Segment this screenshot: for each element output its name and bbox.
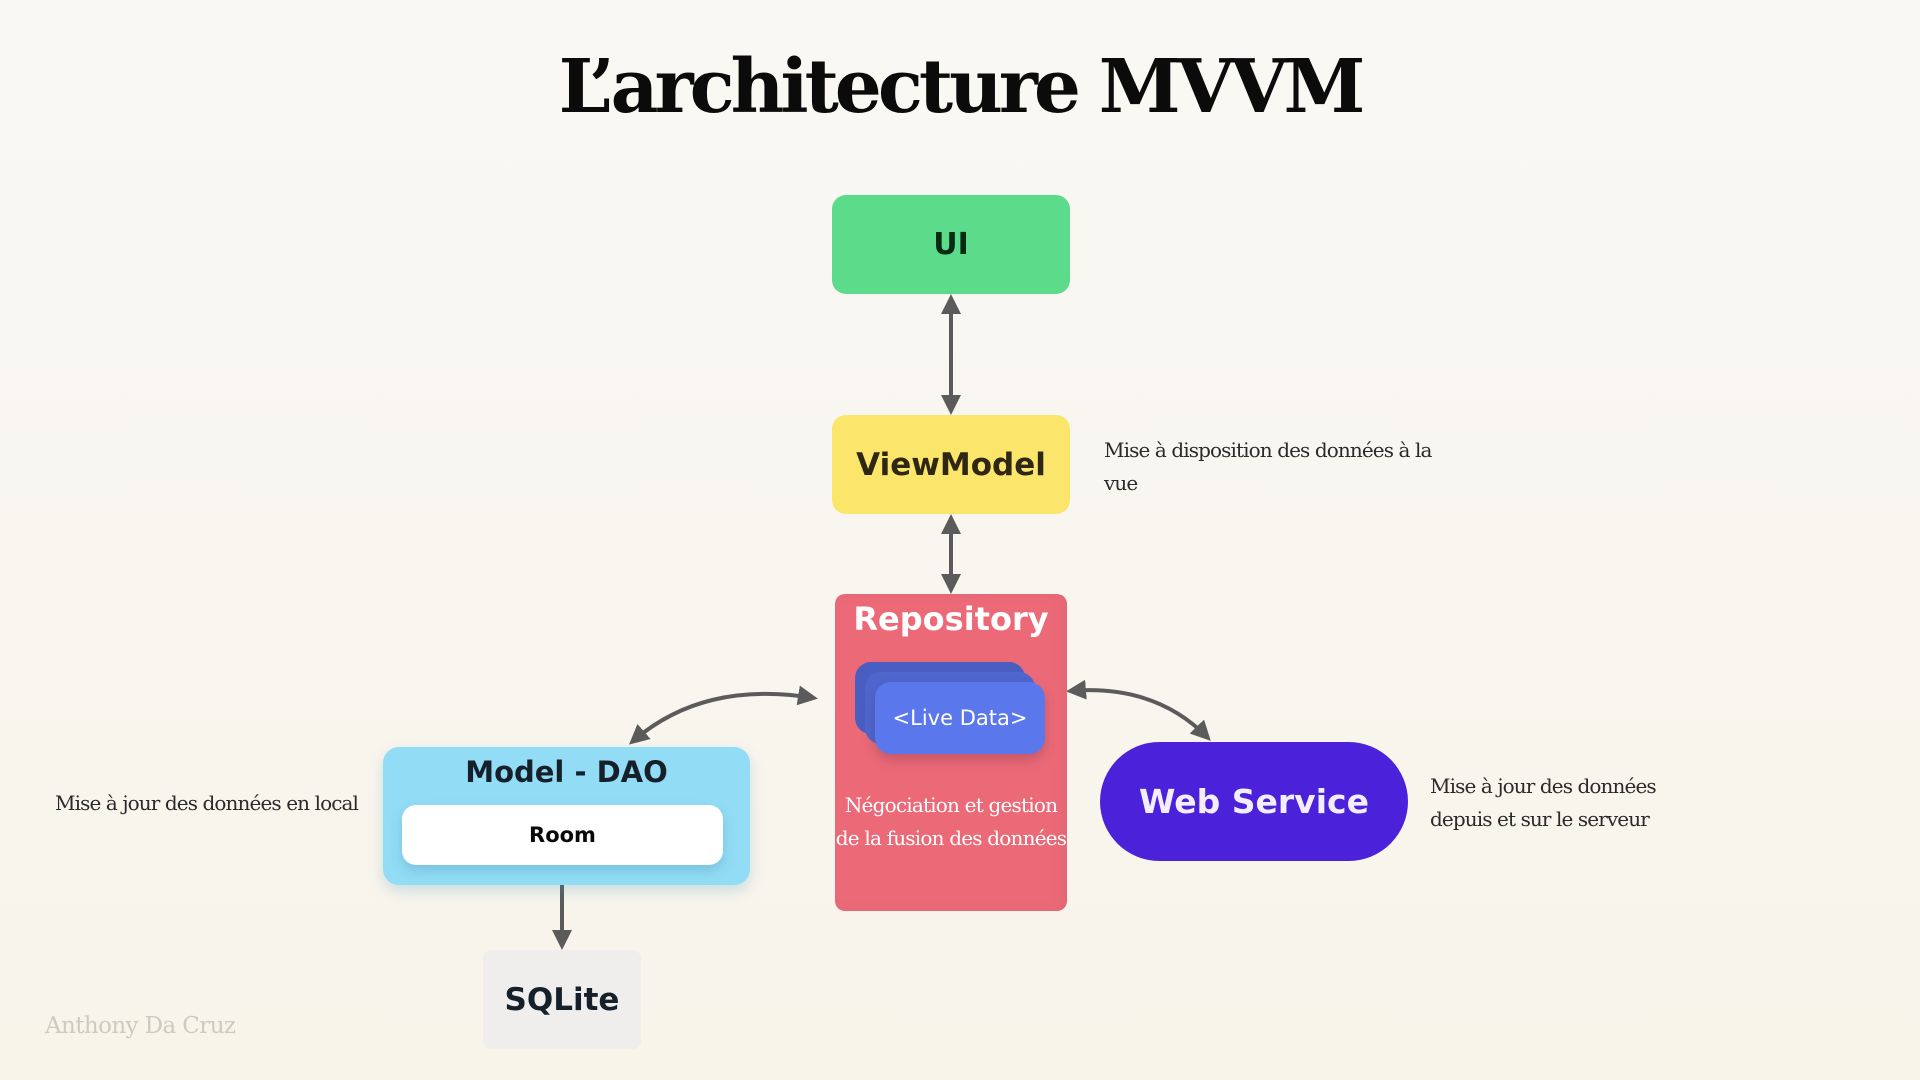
viewmodel-node[interactable]: ViewModel	[832, 415, 1070, 514]
edge-repository-model-dao	[628, 685, 818, 745]
web-service-node[interactable]: Web Service	[1100, 742, 1408, 861]
ui-node-label: UI	[933, 227, 969, 262]
room-node-label: Room	[529, 823, 596, 847]
page-title: L’architecture MVVM	[558, 44, 1366, 130]
sqlite-node[interactable]: SQLite	[483, 950, 641, 1049]
edge-repository-web-service	[1066, 679, 1211, 741]
repository-node-label: Repository	[853, 600, 1049, 638]
repository-note: Négociation et gestion de la fusion des …	[835, 793, 1067, 850]
author-credit: Anthony Da Cruz	[45, 1013, 236, 1039]
live-data-label: <Live Data>	[892, 706, 1028, 730]
model-dao-node-label: Model - DAO	[465, 755, 668, 789]
repository-node[interactable]: Repository <Live Data> Négociation et ge…	[835, 594, 1067, 911]
local-update-note: Mise à jour des données en local	[55, 791, 359, 815]
ui-node[interactable]: UI	[832, 195, 1070, 294]
model-dao-node[interactable]: Model - DAO Room	[383, 747, 750, 885]
viewmodel-node-label: ViewModel	[856, 446, 1046, 483]
web-service-node-label: Web Service	[1139, 782, 1369, 821]
server-update-note: Mise à jour des données depuis et sur le…	[1430, 774, 1657, 831]
viewmodel-note: Mise à disposition des données à la vue	[1104, 438, 1432, 495]
live-data-card[interactable]: <Live Data>	[875, 682, 1045, 754]
sqlite-node-label: SQLite	[504, 981, 620, 1018]
room-node[interactable]: Room	[402, 805, 723, 865]
